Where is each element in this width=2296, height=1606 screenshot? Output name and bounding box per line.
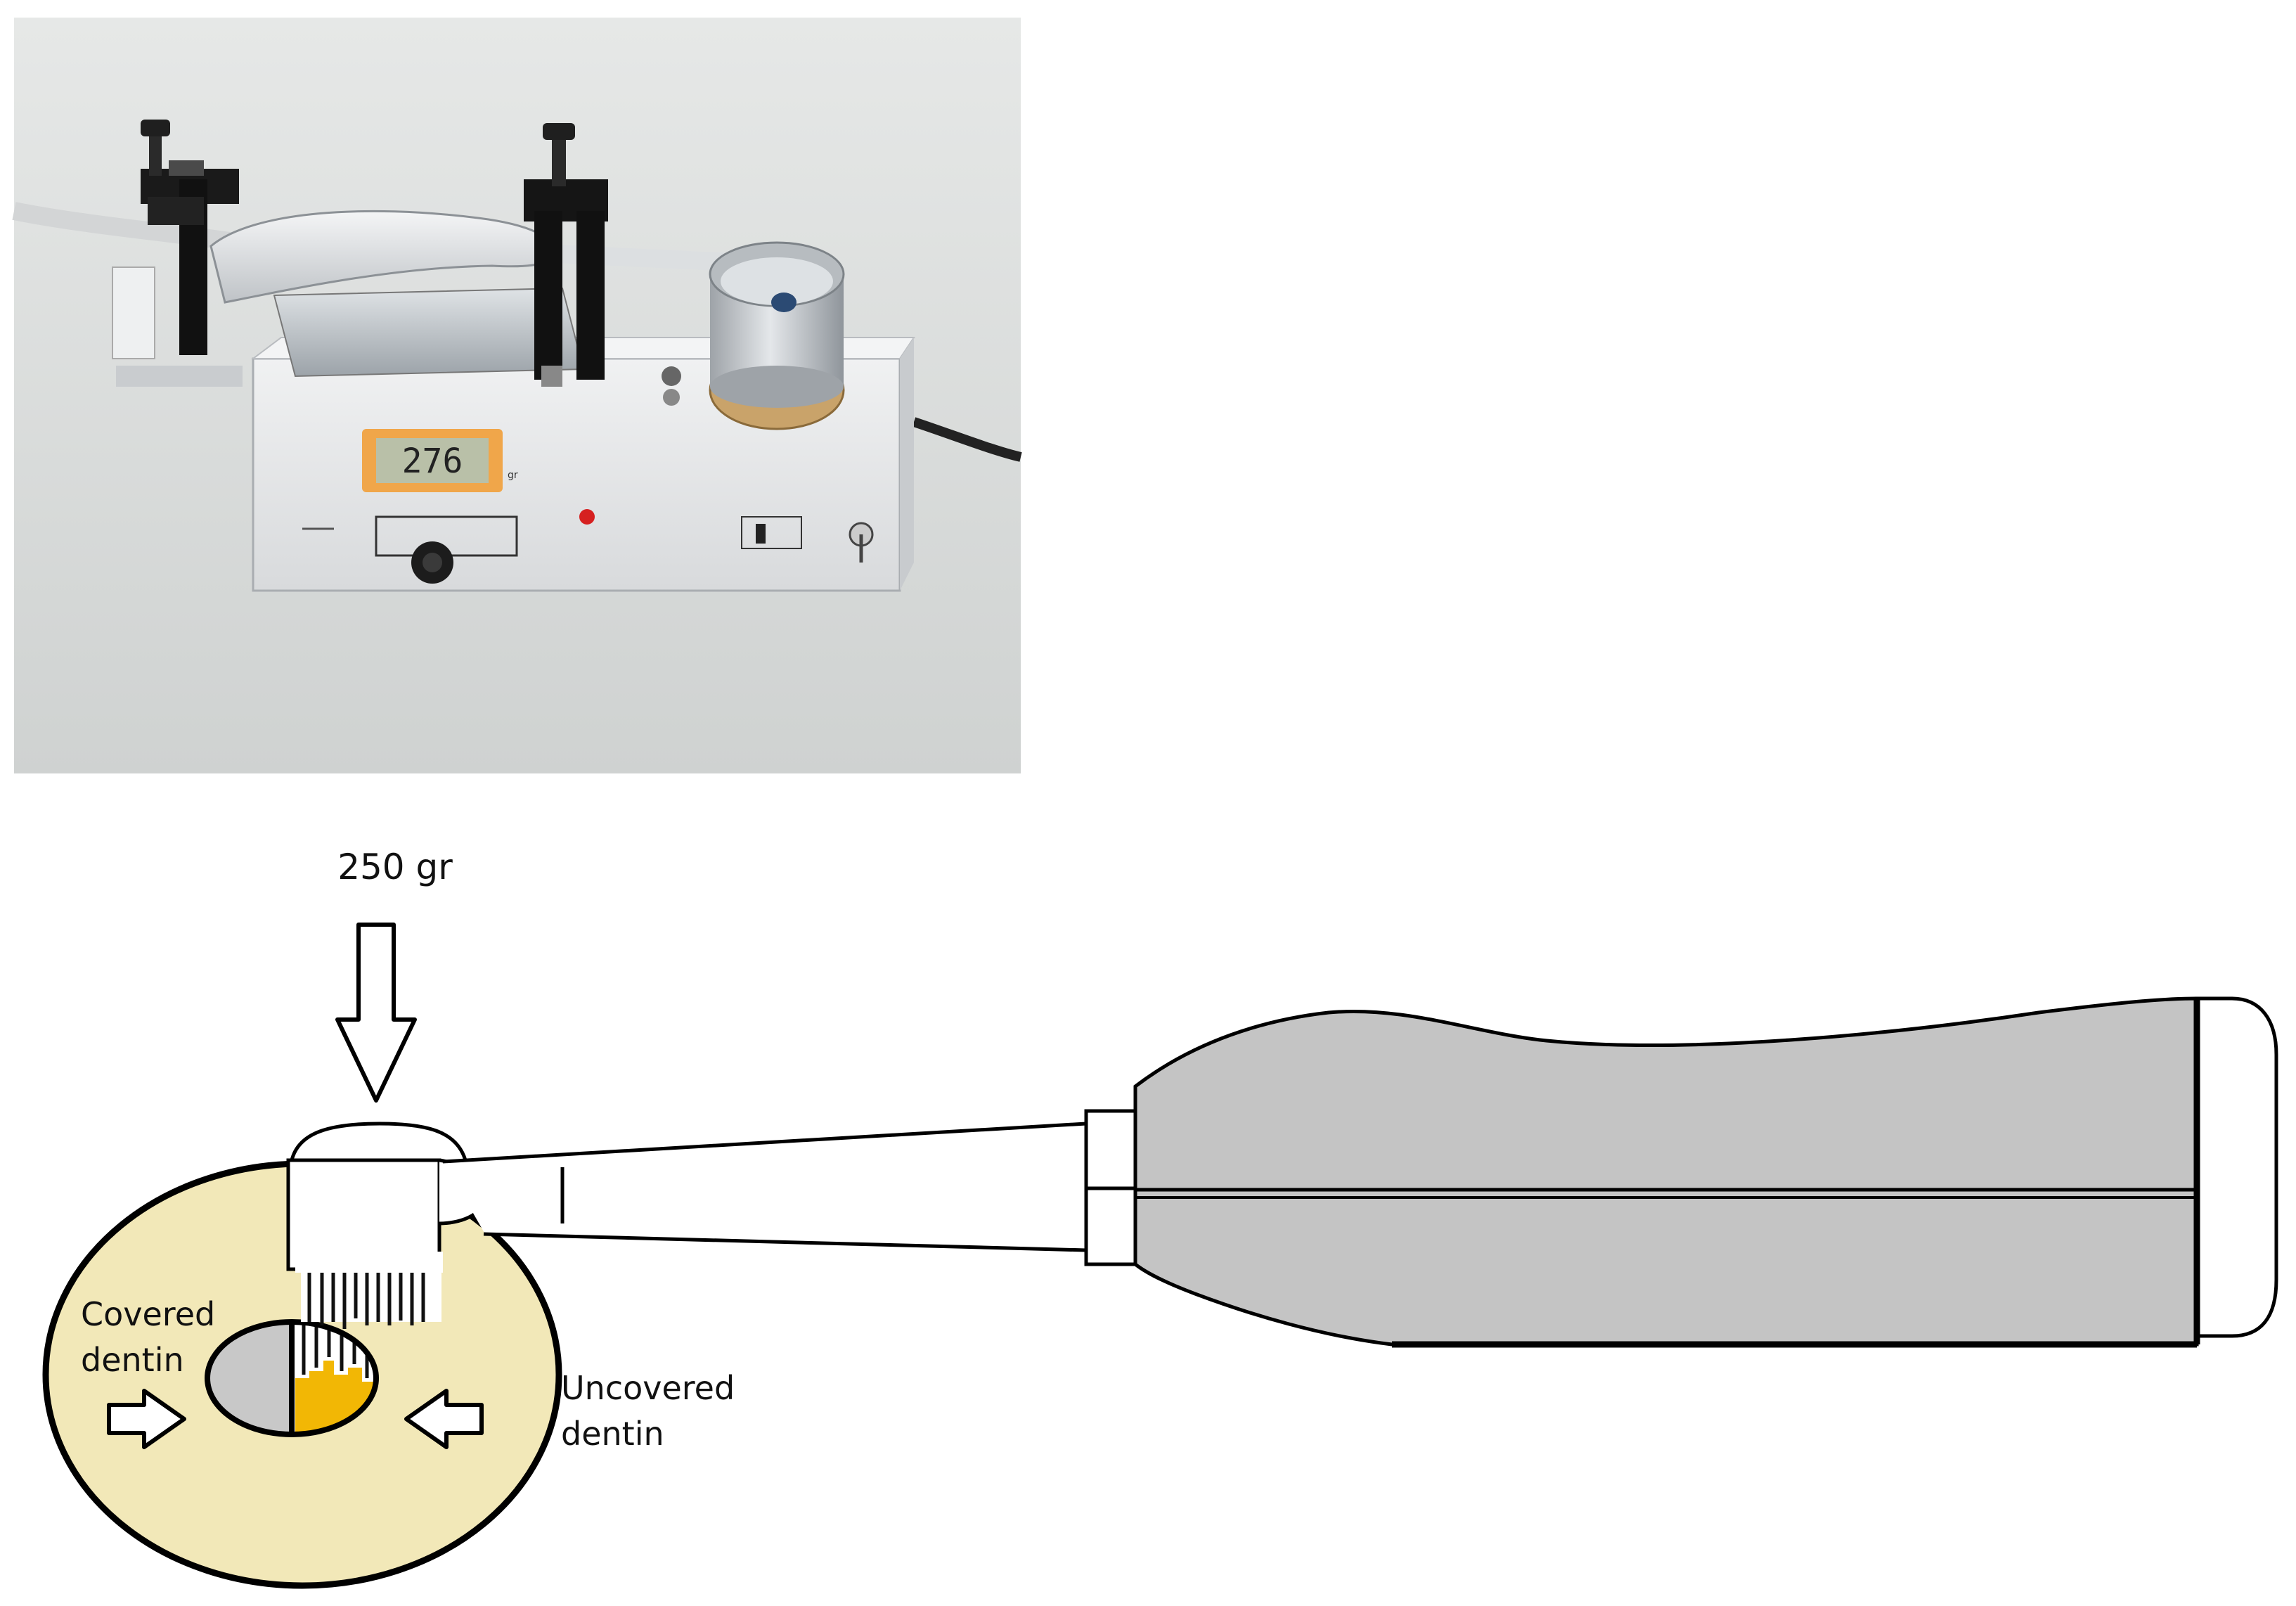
arrow-right-icon <box>107 1389 186 1449</box>
schematic: 250 gr <box>42 847 2278 1589</box>
right-holder <box>524 123 608 387</box>
brush-end-cap <box>2193 996 2278 1344</box>
arrow-left-icon <box>404 1389 484 1449</box>
uncovered-label-line2: dentin <box>561 1415 664 1453</box>
lcd-display: 276 gr <box>362 429 518 492</box>
brush-collar <box>1084 1109 1137 1266</box>
brush-neck <box>442 1122 1087 1252</box>
covered-label-line2: dentin <box>81 1341 184 1379</box>
load-label: 250 gr <box>337 847 453 887</box>
left-holder <box>112 120 239 359</box>
brush-cable <box>12 202 240 252</box>
switch-panel <box>741 516 802 549</box>
lcd-unit: gr <box>508 470 518 481</box>
front-panel <box>302 509 874 584</box>
base-plate <box>116 366 243 387</box>
lcd-reading: 276 <box>402 442 463 481</box>
power-cable <box>912 417 1022 462</box>
indicator-light <box>579 509 595 525</box>
specimen-cup <box>709 241 845 430</box>
covered-label-line1: Covered <box>81 1295 215 1333</box>
arrow-down-icon <box>335 923 417 1103</box>
device-photo: 276 gr <box>12 18 1022 773</box>
brush-handle <box>1133 996 2199 1348</box>
clear-guide <box>112 266 155 359</box>
uncovered-label-line1: Uncovered <box>561 1369 735 1407</box>
